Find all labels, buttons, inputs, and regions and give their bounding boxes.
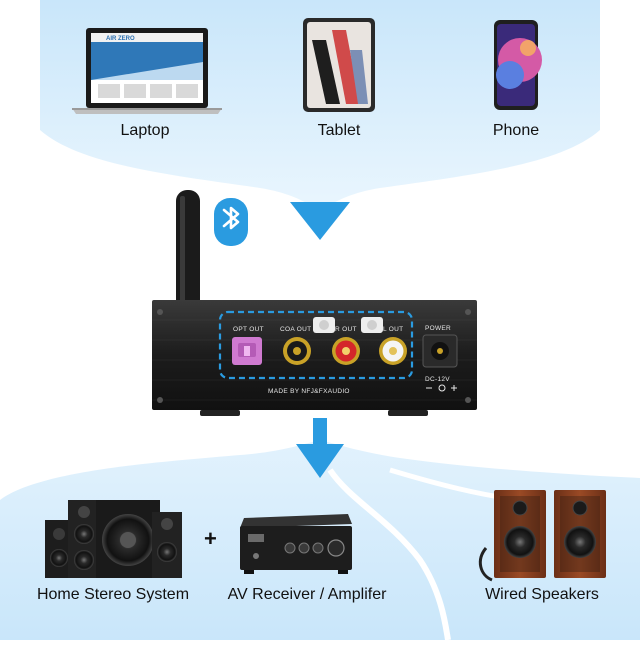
dc-label: DC-12V <box>425 376 450 383</box>
cable-plug-right <box>361 317 383 333</box>
output-label-home-stereo: Home Stereo System <box>36 586 190 603</box>
outputs-highlight-box <box>218 310 414 380</box>
bluetooth-icon <box>214 198 248 246</box>
r-out-port <box>332 337 360 365</box>
wired-speakers-icon <box>478 490 606 582</box>
plus-sign: + <box>204 526 217 551</box>
audio-device: OPT OUT COA OUT R OUT L OUT POWER DC-12V… <box>152 190 477 416</box>
output-label-av-receiver: AV Receiver / Amplifer <box>227 586 387 603</box>
opt-out-label: OPT OUT <box>233 326 264 333</box>
cable-plug-left <box>313 317 335 333</box>
down-arrow-top <box>290 202 350 240</box>
source-label-phone: Phone <box>492 122 540 139</box>
phone-icon <box>494 20 542 110</box>
av-receiver-icon <box>240 514 352 574</box>
source-label-tablet: Tablet <box>317 122 361 139</box>
laptop-screen-logo: AIR ZERO <box>106 36 135 42</box>
dc-polarity-icon <box>426 384 457 392</box>
laptop-icon <box>72 28 222 114</box>
coa-out-label: COA OUT <box>280 326 311 333</box>
down-arrow-stem <box>313 418 327 446</box>
power-jack <box>422 334 458 368</box>
down-arrow-bottom <box>296 444 344 478</box>
home-stereo-icon <box>45 500 182 578</box>
source-label-laptop: Laptop <box>120 122 170 139</box>
l-out-port <box>379 337 407 365</box>
coaxial-out-port <box>283 337 311 365</box>
maker-label: MADE BY NFJ&FXAUDIO <box>268 388 350 395</box>
tablet-icon <box>303 18 375 112</box>
power-label: POWER <box>425 325 451 332</box>
l-out-label: L OUT <box>383 326 403 333</box>
optical-out-port <box>232 337 262 365</box>
r-out-label: R OUT <box>335 326 357 333</box>
output-label-wired-speakers: Wired Speakers <box>485 586 599 603</box>
